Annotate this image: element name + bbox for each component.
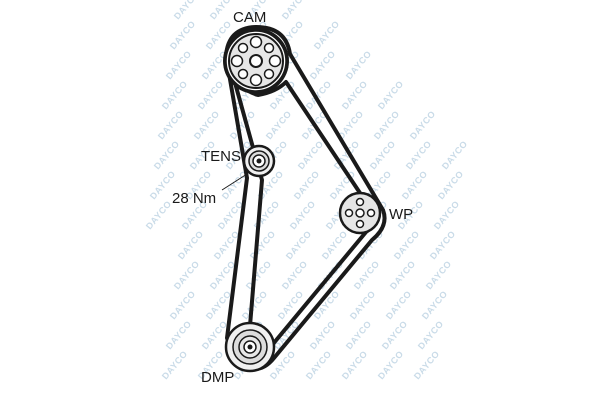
watermark-text: DAYCO: [380, 319, 410, 352]
watermark-text: DAYCO: [280, 259, 310, 292]
watermark-text: DAYCO: [388, 259, 418, 292]
watermark-text: DAYCO: [296, 139, 326, 172]
water-pump-pulley-hole: [355, 197, 365, 207]
water-pump-pulley-hole: [366, 208, 376, 218]
cam-pulley: [223, 28, 289, 94]
watermark-text: DAYCO: [176, 229, 206, 262]
watermark-text: DAYCO: [428, 229, 458, 262]
watermark-text: DAYCO: [264, 109, 294, 142]
watermark-text: DAYCO: [340, 79, 370, 112]
watermark-text: DAYCO: [172, 259, 202, 292]
watermark-text: DAYCO: [384, 289, 414, 322]
watermark-text: DAYCO: [372, 109, 402, 142]
watermark-text: DAYCO: [240, 289, 270, 322]
water-pump-pulley-hub: [355, 208, 365, 218]
watermark-text: DAYCO: [168, 289, 198, 322]
cam-pulley-hub: [249, 54, 263, 68]
watermark-text: DAYCO: [144, 199, 174, 232]
watermark-text: DAYCO: [376, 349, 406, 382]
watermark-text: DAYCO: [308, 319, 338, 352]
watermark-text: DAYCO: [160, 79, 190, 112]
watermark-text: DAYCO: [340, 349, 370, 382]
watermark-text: DAYCO: [304, 349, 334, 382]
watermark-text: DAYCO: [244, 259, 274, 292]
watermark-text: DAYCO: [412, 349, 442, 382]
watermark-text: DAYCO: [376, 79, 406, 112]
watermark-text: DAYCO: [196, 79, 226, 112]
watermark-text: DAYCO: [420, 289, 450, 322]
watermark-text: DAYCO: [392, 229, 422, 262]
watermark-text: DAYCO: [416, 319, 446, 352]
wp-label: WP: [389, 206, 413, 223]
cam-pulley-hole: [237, 42, 249, 54]
damper-pulley-hub: [247, 344, 253, 350]
dmp-label: DMP: [201, 369, 234, 386]
watermark-text: DAYCO: [248, 229, 278, 262]
cam-pulley-hole: [268, 54, 282, 68]
watermark-text: DAYCO: [284, 229, 314, 262]
watermark-text: DAYCO: [164, 319, 194, 352]
torque-label: 28 Nm: [172, 190, 216, 207]
watermark-text: DAYCO: [400, 169, 430, 202]
cam-pulley-hole: [263, 42, 275, 54]
tens-label: TENS: [201, 148, 241, 165]
watermark-text: DAYCO: [344, 319, 374, 352]
watermark-text: DAYCO: [276, 289, 306, 322]
watermark-text: DAYCO: [432, 199, 462, 232]
watermark-text: DAYCO: [164, 49, 194, 82]
tensioner-pulley-hub: [256, 158, 262, 164]
watermark-text: DAYCO: [344, 49, 374, 82]
watermark-text: DAYCO: [168, 19, 198, 52]
watermark-text: DAYCO: [160, 349, 190, 382]
watermark-text: DAYCO: [156, 109, 186, 142]
torque-leader-line: [221, 173, 248, 191]
watermark-text: DAYCO: [192, 109, 222, 142]
water-pump-pulley-hole: [355, 219, 365, 229]
watermark-text: DAYCO: [280, 0, 310, 21]
watermark-text: DAYCO: [424, 259, 454, 292]
water-pump-pulley: [338, 191, 382, 235]
tensioner-pulley: [242, 144, 276, 178]
watermark-text: DAYCO: [348, 289, 378, 322]
watermark-text: DAYCO: [312, 19, 342, 52]
watermark-text: DAYCO: [404, 139, 434, 172]
watermark-text: DAYCO: [152, 139, 182, 172]
watermark-text: DAYCO: [408, 109, 438, 142]
watermark-text: DAYCO: [368, 139, 398, 172]
water-pump-pulley-hole: [344, 208, 354, 218]
cam-pulley-hole: [230, 54, 244, 68]
cam-label: CAM: [233, 9, 266, 26]
cam-pulley-hole: [249, 73, 263, 87]
watermark-text: DAYCO: [352, 259, 382, 292]
cam-pulley-hole: [263, 68, 275, 80]
watermark-text: DAYCO: [272, 319, 302, 352]
watermark-text: DAYCO: [288, 199, 318, 232]
cam-pulley-hole: [237, 68, 249, 80]
cam-pulley-hole: [249, 35, 263, 49]
watermark-text: DAYCO: [172, 0, 202, 21]
damper-pulley: [224, 321, 276, 373]
watermark-text: DAYCO: [308, 49, 338, 82]
watermark-text: DAYCO: [436, 169, 466, 202]
watermark-text: DAYCO: [440, 139, 470, 172]
watermark-text: DAYCO: [292, 169, 322, 202]
